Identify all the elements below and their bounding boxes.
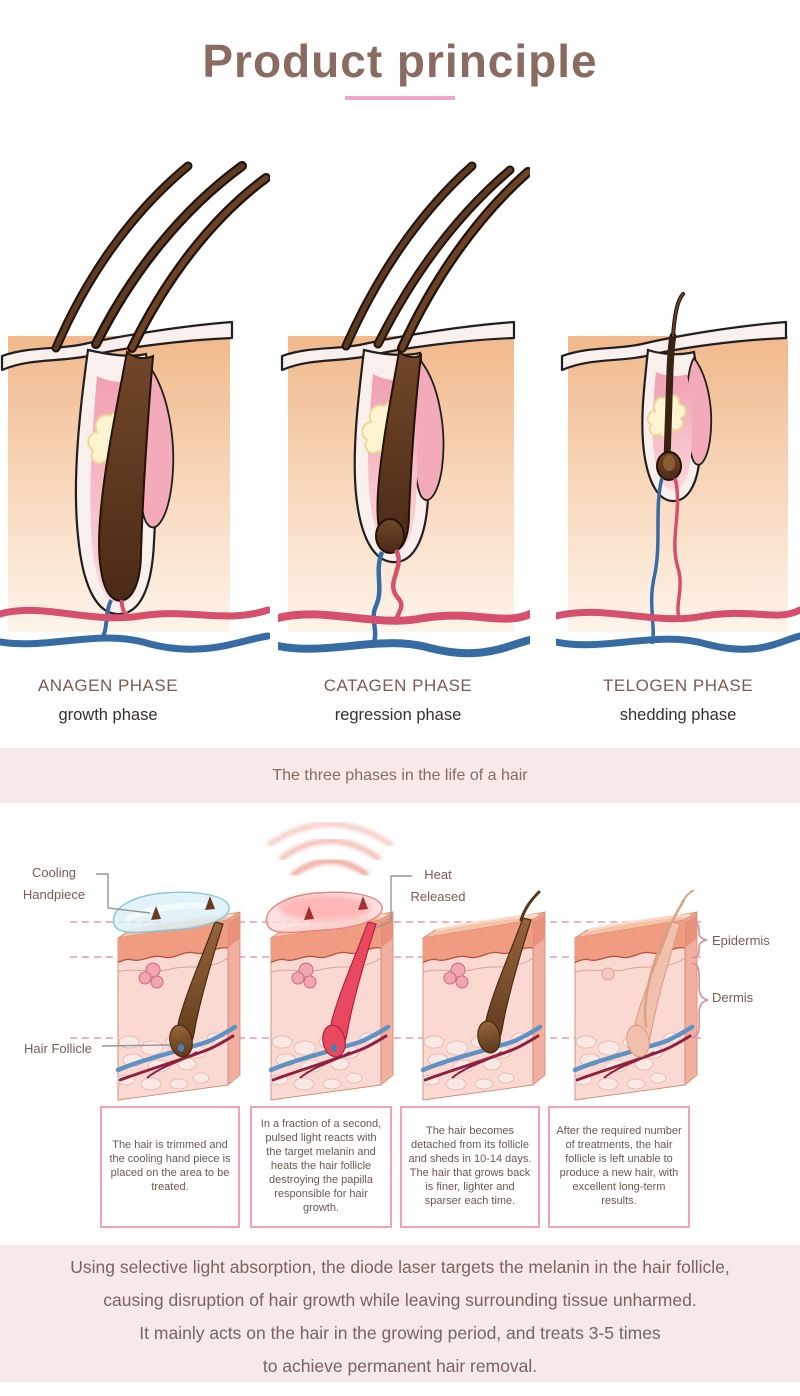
footer-line: causing disruption of hair growth while …: [103, 1290, 697, 1310]
hair-stub: [205, 896, 215, 910]
hair-stub: [151, 906, 161, 920]
epidermis-label: Epidermis: [712, 933, 770, 948]
footer-line: It mainly acts on the hair in the growin…: [139, 1323, 661, 1343]
follicle-connector-line: [101, 1044, 171, 1047]
blood-vessel-red: [278, 610, 530, 625]
footer-description: Using selective light absorption, the di…: [0, 1245, 800, 1382]
heat-released-label: Heat Released: [410, 867, 466, 904]
dermis-brace: [691, 962, 709, 1039]
hair-strands: [341, 161, 530, 353]
step-box-4: After the required number of treatments,…: [548, 1106, 690, 1228]
title-underline: [345, 96, 455, 100]
footer-line: Using selective light absorption, the di…: [70, 1257, 730, 1277]
heat-connector-line: [375, 875, 412, 929]
phase-subtitle: growth phase: [58, 706, 158, 724]
footer-line: to achieve permanent hair removal.: [262, 1356, 538, 1376]
telogen-phase-illustration: [556, 292, 800, 653]
phase-label-catagen: CATAGEN PHASE regression phase: [288, 676, 508, 725]
hair-stub: [519, 890, 541, 922]
blood-vessel-blue: [0, 632, 270, 653]
phase-name: ANAGEN PHASE: [37, 676, 179, 695]
skin-block-shedding: [400, 890, 550, 1140]
process-overlay: [96, 821, 709, 1047]
phase-label-telogen: TELOGEN PHASE shedding phase: [568, 676, 788, 725]
phase-name: TELOGEN PHASE: [602, 676, 754, 695]
hair-stub: [358, 896, 368, 910]
heat-waves-icon: [267, 821, 393, 877]
catagen-phase-illustration: [278, 161, 530, 658]
hair-strands: [51, 161, 270, 353]
page-title: Product principle: [202, 35, 598, 87]
step-box-1: The hair is trimmed and the cooling hand…: [100, 1106, 240, 1228]
phase-name: CATAGEN PHASE: [323, 676, 473, 695]
dermis-label: Dermis: [712, 990, 754, 1005]
anagen-phase-illustration: [0, 161, 270, 653]
phases-caption-band: The three phases in the life of a hair: [0, 748, 800, 803]
phase-label-anagen: ANAGEN PHASE growth phase: [0, 676, 218, 725]
epidermis-brace: [691, 921, 708, 959]
step-box-2: In a fraction of a second, pulsed light …: [250, 1106, 392, 1228]
skin-block-laser: [265, 891, 398, 1140]
phase-subtitle: regression phase: [334, 706, 462, 724]
shed-hair: [643, 898, 686, 1028]
phase-subtitle: shedding phase: [619, 706, 737, 724]
step-box-3: The hair becomes detached from its folli…: [400, 1106, 540, 1228]
blood-vessel-blue: [278, 636, 530, 658]
skin-surface: [0, 320, 234, 372]
blood-vessel-red: [556, 606, 800, 623]
blood-vessel-blue: [556, 632, 800, 653]
hair-bulb: [375, 518, 405, 554]
heat-glow: [279, 895, 371, 921]
hair-root: [98, 350, 155, 602]
hair-follicle-label: Hair Follicle: [24, 1041, 92, 1056]
skin-block-result: [552, 890, 702, 1140]
band-text: The three phases in the life of a hair: [272, 766, 528, 784]
hair-stub: [304, 906, 314, 920]
blood-vessel-red: [0, 606, 270, 622]
hair-root: [663, 332, 677, 464]
cooling-handpiece-label: Cooling Handpiece: [22, 865, 86, 902]
cooling-connector-line: [96, 873, 151, 914]
skin-block-cooling: [112, 891, 245, 1140]
